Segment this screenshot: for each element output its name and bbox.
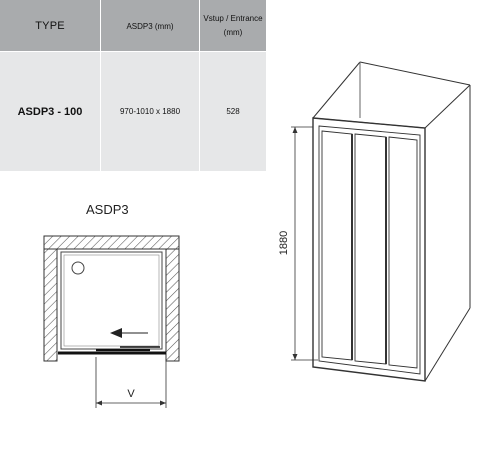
door-panel-right — [388, 136, 418, 369]
plan-view: V — [43, 235, 180, 408]
plan-left-wall — [43, 248, 58, 362]
dimension-arrow-icon — [96, 400, 102, 406]
door-panel-middle — [354, 133, 387, 365]
header-entrance-line2: (mm) — [223, 28, 243, 37]
plan-back-wall — [43, 235, 180, 250]
table-col-divider — [199, 0, 200, 171]
arrow-left-icon — [110, 328, 122, 338]
door-panel-left — [321, 130, 353, 361]
cell-entrance: 528 — [226, 107, 240, 116]
header-entrance: Vstup / Entrance (mm) — [200, 0, 266, 52]
enclosure-edge — [359, 61, 471, 86]
elevation-view — [291, 61, 471, 382]
plan-shower-tray-inner — [63, 254, 160, 347]
drain-icon — [71, 261, 85, 275]
header-size: ASDP3 (mm) — [126, 21, 174, 31]
door-frame — [312, 117, 426, 382]
dimension-arrow-icon — [160, 400, 166, 406]
dimension-arrow-icon — [292, 354, 298, 360]
enclosure-edge — [424, 307, 471, 382]
enclosure-edge — [424, 84, 471, 129]
dimension-arrow-icon — [292, 127, 298, 133]
cell-type: ASDP3 - 100 — [17, 105, 83, 118]
height-label: 1880 — [278, 231, 290, 255]
door-frame-inner — [318, 125, 421, 375]
table-header-row — [0, 0, 266, 52]
spec-table: TYPE ASDP3 (mm) Vstup / Entrance (mm) AS… — [0, 0, 266, 171]
enclosure-edge — [312, 61, 361, 119]
table-body-row — [0, 52, 266, 171]
cell-size: 970-1010 x 1880 — [119, 107, 181, 116]
table-row-divider — [0, 51, 266, 52]
plan-right-wall — [165, 248, 180, 362]
table-col-divider — [100, 0, 101, 171]
header-entrance-line1: Vstup / Entrance — [203, 14, 263, 23]
dimension-label-v: V — [127, 388, 135, 400]
header-type: TYPE — [35, 20, 65, 32]
plan-view-title: ASDP3 — [86, 202, 129, 217]
